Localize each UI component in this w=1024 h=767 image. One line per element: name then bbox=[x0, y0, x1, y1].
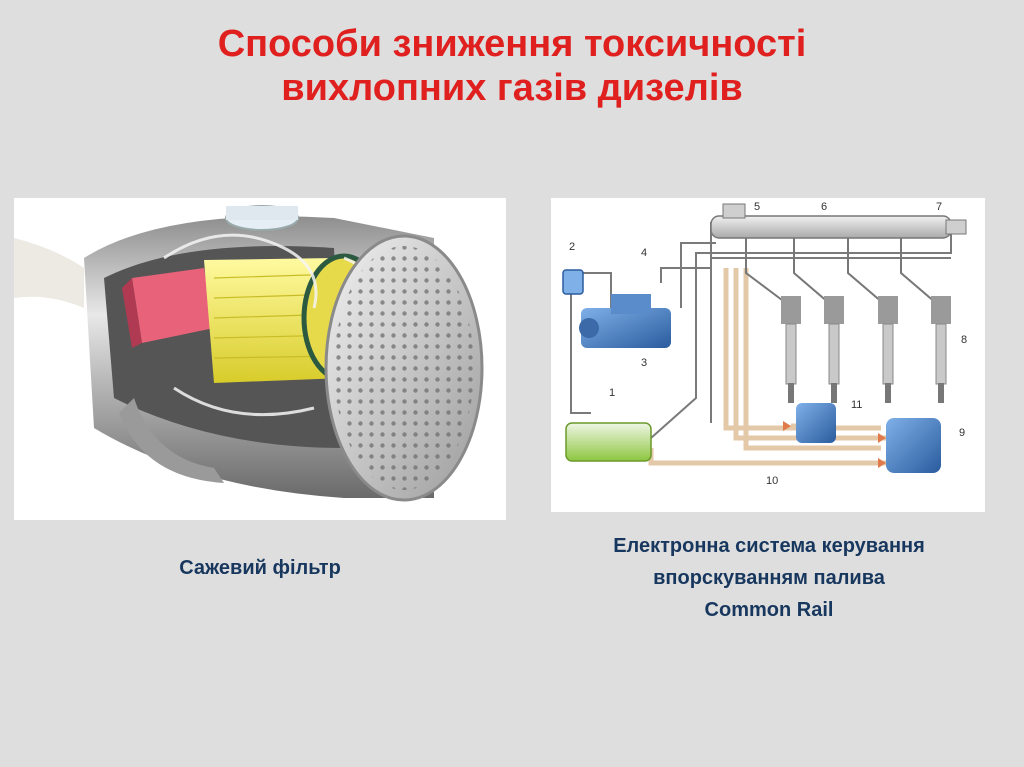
common-rail-caption: Електронна система керування впорскуванн… bbox=[520, 530, 1018, 626]
label-3: 3 bbox=[641, 357, 647, 369]
label-8: 8 bbox=[961, 334, 967, 346]
high-pressure-pump bbox=[579, 294, 671, 348]
label-7: 7 bbox=[936, 201, 942, 213]
caption-line-3: Common Rail bbox=[704, 599, 834, 621]
label-2: 2 bbox=[569, 241, 575, 253]
label-11: 11 bbox=[851, 399, 862, 411]
injectors bbox=[745, 238, 951, 403]
particulate-filter-illustration bbox=[14, 198, 506, 520]
label-1: 1 bbox=[609, 387, 615, 399]
common-rail-drawing: 2 4 5 6 7 3 1 8 11 9 10 bbox=[562, 201, 967, 487]
title-line-2: вихлопних газів дизелів bbox=[281, 67, 743, 109]
title-line-1: Способи зниження токсичності bbox=[217, 23, 807, 65]
slide-title: Способи зниження токсичності вихлопних г… bbox=[0, 22, 1024, 110]
particulate-filter-drawing bbox=[14, 205, 484, 502]
label-5: 5 bbox=[754, 201, 760, 213]
label-9: 9 bbox=[959, 427, 965, 439]
label-10: 10 bbox=[766, 475, 778, 487]
label-4: 4 bbox=[641, 247, 647, 259]
caption-line-2: впорскуванням палива bbox=[653, 567, 885, 589]
label-6: 6 bbox=[821, 201, 827, 213]
particulate-filter-caption: Сажевий фільтр bbox=[179, 557, 341, 579]
common-rail-diagram: 2 4 5 6 7 3 1 8 11 9 10 bbox=[551, 198, 985, 512]
caption-line-1: Електронна система керування bbox=[613, 535, 925, 557]
